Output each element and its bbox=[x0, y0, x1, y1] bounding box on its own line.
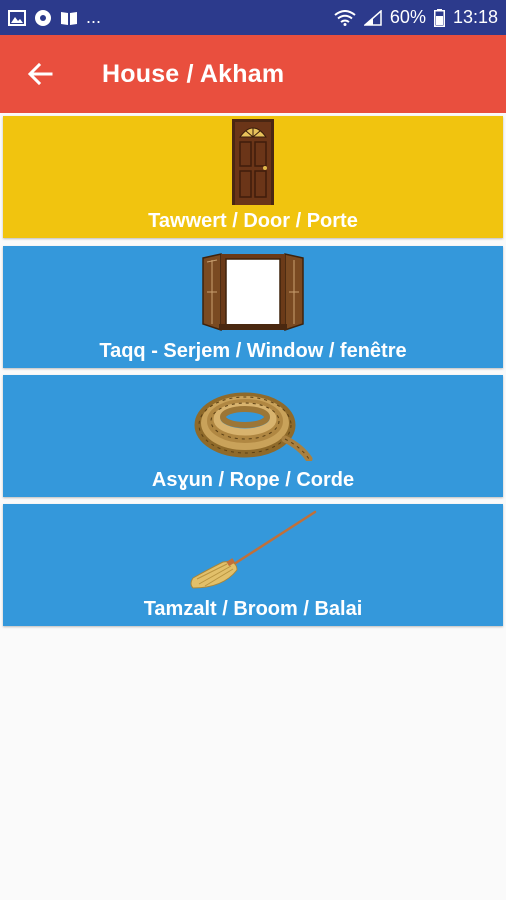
battery-percent: 60% bbox=[389, 7, 426, 27]
status-bar: ... 60% 13:18 bbox=[0, 0, 506, 35]
wifi-icon bbox=[334, 9, 356, 26]
signal-icon bbox=[363, 9, 382, 26]
book-icon bbox=[60, 10, 78, 26]
item-label: Tamzalt / Broom / Balai bbox=[143, 598, 363, 620]
broom-image bbox=[3, 506, 503, 594]
list-item-rope[interactable]: Asɣun / Rope / Corde bbox=[3, 375, 503, 497]
arrow-left-icon bbox=[27, 62, 53, 86]
system-status: 60% 13:18 bbox=[334, 7, 498, 28]
notification-area: ... bbox=[8, 7, 101, 28]
battery-icon bbox=[433, 8, 445, 27]
list-item-door[interactable]: Tawwert / Door / Porte bbox=[3, 116, 503, 238]
page-title: House / Akham bbox=[102, 59, 285, 88]
window-image bbox=[3, 248, 503, 336]
door-image bbox=[3, 118, 503, 206]
back-button[interactable] bbox=[0, 35, 80, 113]
app-bar: House / Akham bbox=[0, 35, 506, 113]
list-item-broom[interactable]: Tamzalt / Broom / Balai bbox=[3, 504, 503, 626]
clock: 13:18 bbox=[452, 7, 498, 27]
item-label: Asɣun / Rope / Corde bbox=[151, 469, 355, 491]
list-item-window[interactable]: Taqq - Serjem / Window / fenêtre bbox=[3, 246, 503, 368]
item-label: Tawwert / Door / Porte bbox=[148, 210, 358, 232]
rope-image bbox=[3, 377, 503, 465]
item-label: Taqq - Serjem / Window / fenêtre bbox=[99, 340, 407, 362]
settings-icon bbox=[34, 9, 52, 27]
image-icon bbox=[8, 9, 26, 26]
notification-overflow: ... bbox=[86, 7, 102, 27]
